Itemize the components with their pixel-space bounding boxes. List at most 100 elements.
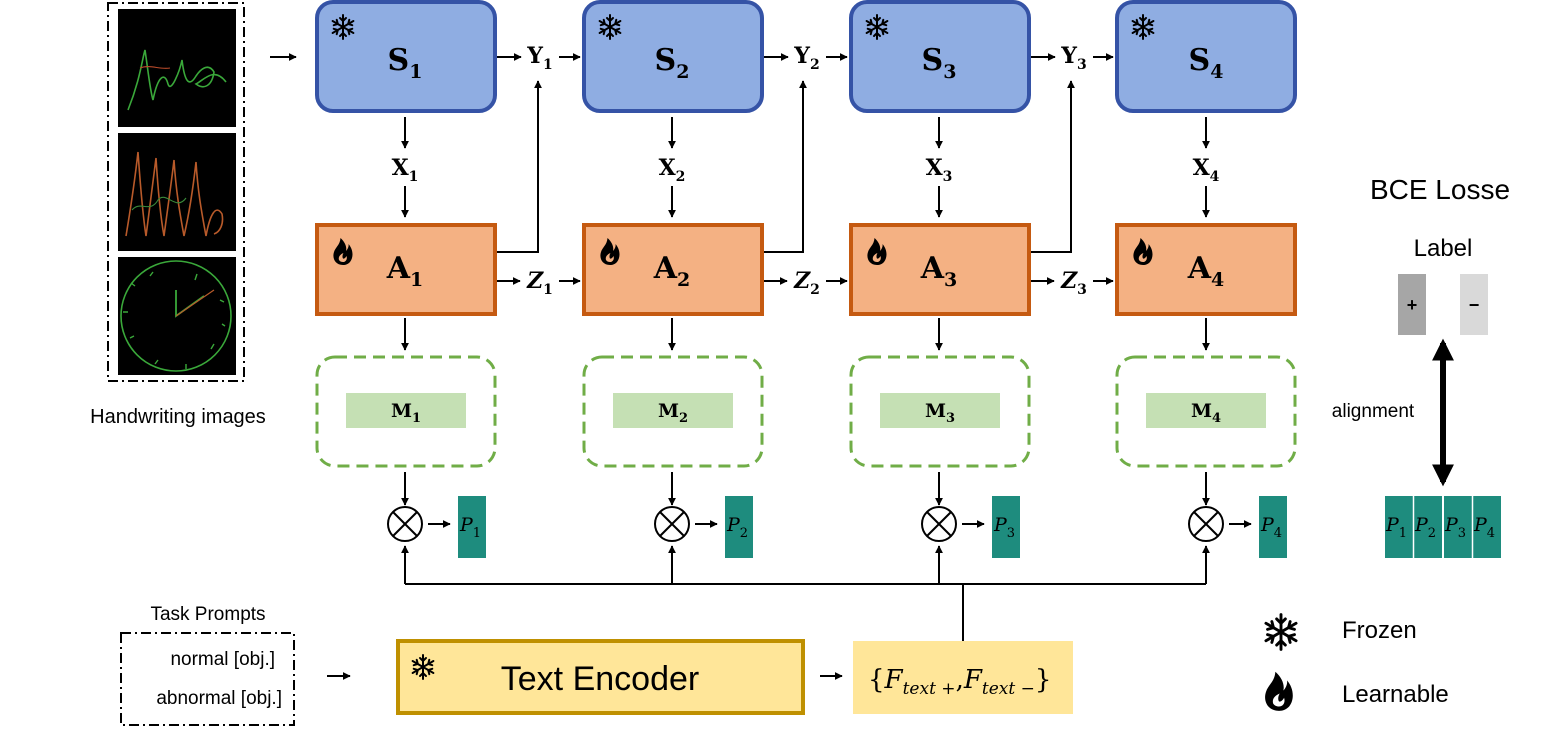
svg-text:M4: M4 [1191, 400, 1221, 426]
text-features: {Ftext +,Ftext −} [853, 641, 1073, 714]
features-open-brace: { [868, 665, 885, 695]
learnable-block-a4 [1115, 223, 1297, 316]
legend: Frozen Learnable [1264, 613, 1449, 711]
clock-drawing [120, 260, 232, 372]
m4-sub: 4 [1212, 411, 1221, 426]
group-token-p1 [1385, 496, 1413, 558]
s2-sub: 2 [676, 61, 689, 83]
m3-label: M [925, 400, 946, 422]
svg-text:Y3: Y3 [1060, 43, 1086, 73]
y3-label: Y [1060, 43, 1077, 69]
y1-label: Y [526, 43, 543, 69]
svg-text:A2: A2 [653, 251, 691, 291]
circled-times-icon [654, 506, 690, 542]
a1-label: A [386, 251, 411, 286]
memory-inner-1 [346, 393, 466, 428]
group-token-p3 [1444, 496, 1472, 558]
handwriting-image-1 [118, 9, 236, 127]
p2-label: P [726, 514, 741, 536]
text-encoder-label: Text Encoder [501, 660, 699, 698]
y1-sub: 1 [543, 57, 553, 73]
svg-text:X3: X3 [926, 155, 953, 185]
prompt-token-p1 [458, 496, 486, 558]
feature-f-negative: F [963, 665, 983, 695]
x1-sub: 1 [409, 169, 419, 185]
x4-sub: 4 [1210, 169, 1220, 185]
text-encoder-block [396, 639, 805, 715]
z2-sub: 2 [810, 282, 820, 298]
z1-sub: 1 [543, 282, 553, 298]
svg-text:Y1: Y1 [526, 43, 552, 73]
frozen-block-s2 [582, 0, 764, 113]
p2-sub: 2 [740, 526, 748, 541]
a1-sub: 1 [410, 269, 423, 291]
memory-inner-3 [880, 393, 1000, 428]
s1-sub: 1 [409, 61, 422, 83]
x3-label: X [926, 155, 944, 181]
z1-label: Z [526, 268, 544, 294]
x4-label: X [1193, 155, 1211, 181]
svg-text:{Ftext +,Ftext −}: {Ftext +,Ftext −} [868, 665, 1051, 699]
s2-label: S [655, 43, 677, 78]
flame-icon [1265, 671, 1293, 711]
memory-block-4 [1115, 355, 1297, 468]
svg-text:X2: X2 [659, 155, 686, 185]
p4-label: P [1260, 514, 1275, 536]
task-prompts: Task Prompts normal [obj.] abnormal [obj… [120, 604, 295, 726]
a2-to-y2-arrow [764, 80, 807, 253]
svg-text:P2: P2 [726, 514, 748, 541]
a4-sub: 4 [1211, 269, 1224, 291]
svg-text:M3: M3 [925, 400, 955, 426]
p3-sub: 3 [1007, 526, 1015, 541]
negative-label-box [1460, 274, 1488, 335]
memory-inner-4 [1146, 393, 1266, 428]
a4-label: A [1187, 251, 1212, 286]
svg-text:P3: P3 [1444, 514, 1466, 541]
svg-text:Y2: Y2 [793, 43, 819, 73]
group-p2-label: P [1414, 514, 1429, 536]
frozen-block-s1 [315, 0, 497, 113]
y3-sub: 3 [1077, 57, 1087, 73]
task-prompts-border [120, 632, 295, 726]
svg-text:M2: M2 [658, 400, 688, 426]
circled-times-icon [387, 506, 423, 542]
a3-to-y3-arrow [1031, 80, 1075, 253]
svg-text:M1: M1 [391, 400, 421, 426]
p4-sub: 4 [1274, 526, 1282, 541]
svg-text:P4: P4 [1260, 514, 1282, 541]
prompt-tokens-group: P1 P2 P3 P4 [1385, 496, 1501, 558]
m2-sub: 2 [679, 411, 688, 426]
x2-sub: 2 [676, 169, 686, 185]
handwriting-stroke-2 [125, 151, 224, 237]
svg-text:Z2: Z2 [793, 268, 820, 298]
feature-positive-sub: text + [903, 679, 956, 699]
memory-block-3 [849, 355, 1031, 468]
text-features-box [853, 641, 1073, 714]
text-encoder: Text Encoder [396, 639, 805, 715]
x2-label: X [659, 155, 677, 181]
prompt-abnormal: abnormal [obj.] [156, 688, 282, 709]
memory-block-1 [315, 355, 497, 468]
group-token-p4 [1473, 496, 1501, 558]
group-p3-label: P [1444, 514, 1459, 536]
frozen-block-s4 [1115, 0, 1297, 113]
frozen-block-s3 [849, 0, 1031, 113]
x3-sub: 3 [943, 169, 953, 185]
positive-label-box [1398, 274, 1426, 335]
m1-sub: 1 [412, 411, 421, 426]
group-p2-sub: 2 [1428, 526, 1436, 541]
y2-label: Y [793, 43, 810, 69]
svg-text:P2: P2 [1414, 514, 1436, 541]
group-p1-label: P [1385, 514, 1400, 536]
stage-4: S4 X4 A4 M4 P4 [1115, 0, 1297, 558]
label-title: Label [1414, 235, 1473, 262]
loss-title: BCE Losse [1370, 174, 1510, 205]
prompt-token-p2 [725, 496, 753, 558]
svg-text:X4: X4 [1193, 155, 1220, 185]
loss-panel: BCE Losse Label + − alignment P1 P2 P3 P… [1332, 174, 1510, 558]
group-p4-label: P [1473, 514, 1488, 536]
z2-label: Z [793, 268, 811, 294]
legend-frozen-label: Frozen [1342, 617, 1417, 644]
negative-label: − [1469, 295, 1480, 315]
